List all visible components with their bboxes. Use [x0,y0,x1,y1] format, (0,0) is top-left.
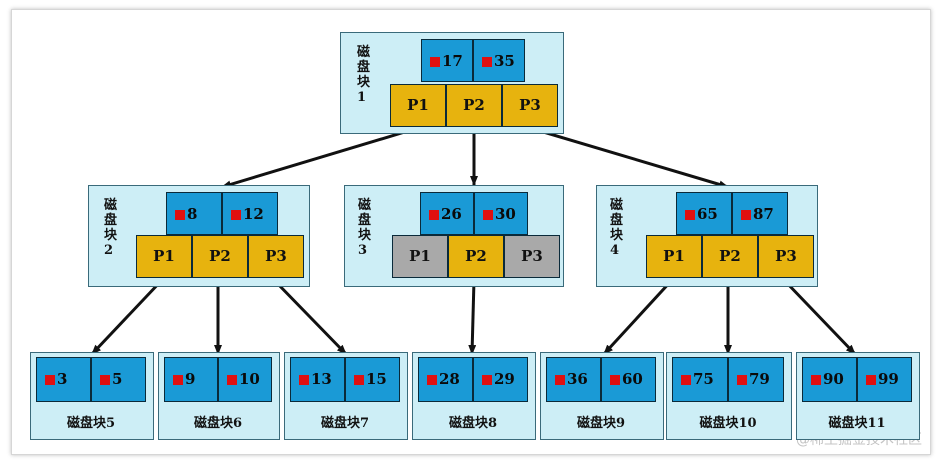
key-value: 12 [243,205,264,223]
leaf-6-key-1: 75 [672,357,728,402]
key-value: 17 [442,52,463,70]
key-value: 79 [749,370,770,388]
key-value: 75 [693,370,714,388]
level2-1-label: 磁盘块2 [104,198,118,258]
level2-1-key-2: 12 [222,192,278,235]
edge-arrow-8 [602,278,674,356]
level2-2-pointer-3: P3 [504,235,560,278]
level2-2-key-1: 26 [420,192,474,235]
level2-3-pointer-3: P3 [758,235,814,278]
key-value: 13 [311,370,332,388]
leaf-3-label: 磁盘块7 [320,416,370,431]
key-value: 87 [753,205,774,223]
key-value: 5 [112,370,123,388]
marker-icon [737,375,747,385]
level2-2-key-2: 30 [474,192,528,235]
marker-icon [685,210,695,220]
leaf-4-key-1: 28 [418,357,473,402]
leaf-6-label: 磁盘块10 [699,416,757,431]
leaf-1-label: 磁盘块5 [66,416,116,431]
root-pointer-3: P3 [502,84,558,127]
key-value: 60 [622,370,643,388]
level2-3-key-2: 87 [732,192,788,235]
leaf-4-key-2: 29 [473,357,528,402]
level2-1-key-1: 8 [166,192,222,235]
level2-3-label: 磁盘块4 [610,198,624,258]
leaf-6-key-2: 79 [728,357,784,402]
key-value: 35 [494,52,515,70]
key-value: 26 [441,205,462,223]
marker-icon [175,210,185,220]
marker-icon [231,210,241,220]
edge-arrow-6 [272,278,348,356]
key-value: 3 [57,370,68,388]
root-pointer-1: P1 [390,84,446,127]
marker-icon [482,375,492,385]
leaf-7-key-1: 90 [802,357,857,402]
marker-icon [741,210,751,220]
level2-2-pointer-2: P2 [448,235,504,278]
marker-icon [429,210,439,220]
leaf-3-key-1: 13 [290,357,345,402]
key-value: 90 [823,370,844,388]
level2-1-pointer-3: P3 [248,235,304,278]
level2-3-pointer-1: P1 [646,235,702,278]
level2-3-key-1: 65 [676,192,732,235]
root-pointer-2: P2 [446,84,502,127]
edge-arrow-3 [529,126,729,189]
root-key-2: 35 [473,39,525,82]
leaf-1-key-2: 5 [91,357,146,402]
level2-1-pointer-2: P2 [192,235,248,278]
level2-2-label: 磁盘块3 [358,198,372,258]
leaf-4-label: 磁盘块8 [448,416,498,431]
root-key-1: 17 [421,39,473,82]
leaf-5-key-2: 60 [601,357,656,402]
leaf-2-key-1: 9 [164,357,218,402]
leaf-3-key-2: 15 [345,357,400,402]
marker-icon [430,57,440,67]
marker-icon [483,210,493,220]
key-value: 15 [366,370,387,388]
leaf-5-key-1: 36 [546,357,601,402]
key-value: 9 [185,370,196,388]
marker-icon [100,375,110,385]
marker-icon [866,375,876,385]
key-value: 65 [697,205,718,223]
level2-1-pointer-1: P1 [136,235,192,278]
edge-arrow-10 [782,278,857,356]
leaf-1-key-1: 3 [36,357,91,402]
edge-arrow-4 [90,278,164,356]
leaf-7-label: 磁盘块11 [828,416,886,431]
key-value: 10 [239,370,260,388]
marker-icon [427,375,437,385]
marker-icon [173,375,183,385]
key-value: 36 [567,370,588,388]
key-value: 30 [495,205,516,223]
marker-icon [811,375,821,385]
marker-icon [227,375,237,385]
level2-3-pointer-2: P2 [702,235,758,278]
key-value: 99 [878,370,899,388]
marker-icon [555,375,565,385]
leaf-2-key-2: 10 [218,357,272,402]
level2-2-pointer-1: P1 [392,235,448,278]
root-label: 磁盘块1 [357,45,371,105]
marker-icon [354,375,364,385]
leaf-5-label: 磁盘块9 [576,416,626,431]
leaf-7-key-2: 99 [857,357,912,402]
edge-arrow-7 [468,279,477,355]
marker-icon [482,57,492,67]
edge-arrow-1 [221,126,419,189]
marker-icon [681,375,691,385]
marker-icon [45,375,55,385]
marker-icon [610,375,620,385]
key-value: 28 [439,370,460,388]
marker-icon [299,375,309,385]
leaf-2-label: 磁盘块6 [193,416,243,431]
key-value: 29 [494,370,515,388]
key-value: 8 [187,205,198,223]
